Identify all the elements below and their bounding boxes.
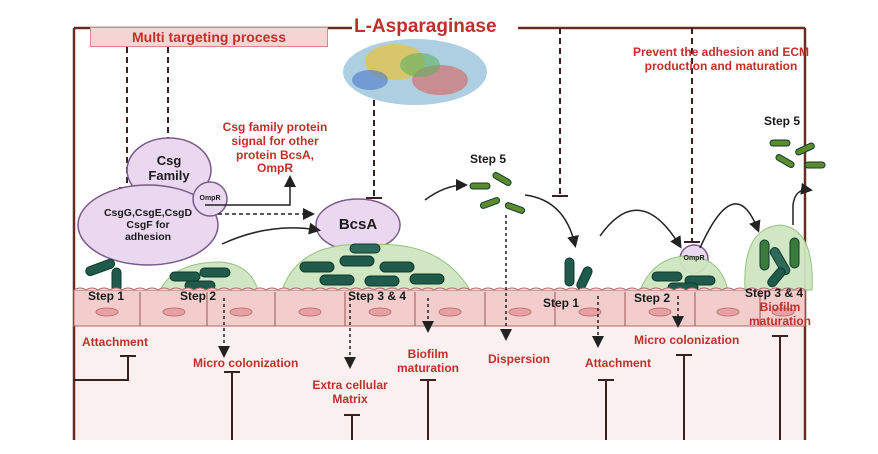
right-step-3-4: Step 3 & 4 <box>745 286 804 300</box>
left-step-2: Step 2 <box>180 289 217 303</box>
csg-note-line-1: Csg family protein <box>222 120 328 134</box>
left-step-3-4: Step 3 & 4 <box>348 289 407 303</box>
asparaginase-protein-image <box>343 39 487 105</box>
stage-biofilm-right: Biofilm maturation <box>740 300 820 329</box>
right-step-5: Step 5 <box>764 114 801 128</box>
flow-arrows <box>221 179 813 249</box>
csg-genes-label: CsgG,CsgE,CsgD CsgF for adhesion <box>88 207 208 243</box>
csg-note-line-3: protein BcsA, <box>235 147 314 162</box>
stage-biofilm-left-line-1: Biofilm <box>407 347 449 361</box>
stage-micro-right: Micro colonization <box>634 333 740 347</box>
prevent-note-line-1: Prevent the adhesion and ECM <box>632 45 810 59</box>
stage-dotted-arrows <box>218 215 684 369</box>
right-step-1: Step 1 <box>543 296 580 310</box>
multi-targeting-box: Multi targeting process <box>90 27 328 47</box>
stage-biofilm-right-line-1: Biofilm <box>759 300 801 314</box>
csg-family-line-1: Csg <box>156 153 182 168</box>
csg-family-line-2: Family <box>148 167 190 183</box>
prevent-note-line-2: production and maturation <box>644 58 798 73</box>
stage-attachment-left: Attachment <box>82 335 149 349</box>
ompr-label-right: OmpR <box>683 255 705 262</box>
stage-attachment-right: Attachment <box>585 356 652 370</box>
right-step-2: Step 2 <box>634 291 671 305</box>
csg-signal-arrow <box>205 175 296 206</box>
title-l-asparaginase: L-Asparaginase <box>354 16 497 37</box>
bottom-inhibitors <box>74 335 788 440</box>
prevent-note: Prevent the adhesion and ECM production … <box>606 45 836 74</box>
left-step-1: Step 1 <box>88 289 125 303</box>
stage-dispersion: Dispersion <box>488 352 551 366</box>
left-step-5: Step 5 <box>470 152 507 166</box>
csg-family-label: Csg Family <box>134 153 204 184</box>
csg-note: Csg family protein signal for other prot… <box>210 120 340 176</box>
stage-micro-left: Micro colonization <box>193 356 299 370</box>
stage-ecm-line-1: Extra cellular <box>312 378 388 392</box>
csg-genes-line-2: CsgF for <box>126 219 170 232</box>
ompr-circle-left <box>192 181 228 217</box>
stage-biofilm-right-line-2: maturation <box>748 313 811 328</box>
csg-genes-line-1: CsgG,CsgE,CsgD <box>103 207 193 219</box>
ompr-label-left: OmpR <box>199 195 221 202</box>
csg-genes-ellipse <box>77 184 219 266</box>
csg-note-line-4: OmpR <box>257 161 293 176</box>
stage-biofilm-left: Biofilm maturation <box>388 347 468 376</box>
bcsa-label: BcsA <box>338 216 378 233</box>
csg-genes-line-3: adhesion <box>124 231 172 244</box>
stage-biofilm-left-line-2: maturation <box>396 360 459 375</box>
stage-ecm: Extra cellular Matrix <box>300 378 400 407</box>
csg-note-line-2: signal for other <box>231 133 319 148</box>
stage-ecm-line-2: Matrix <box>332 391 368 406</box>
